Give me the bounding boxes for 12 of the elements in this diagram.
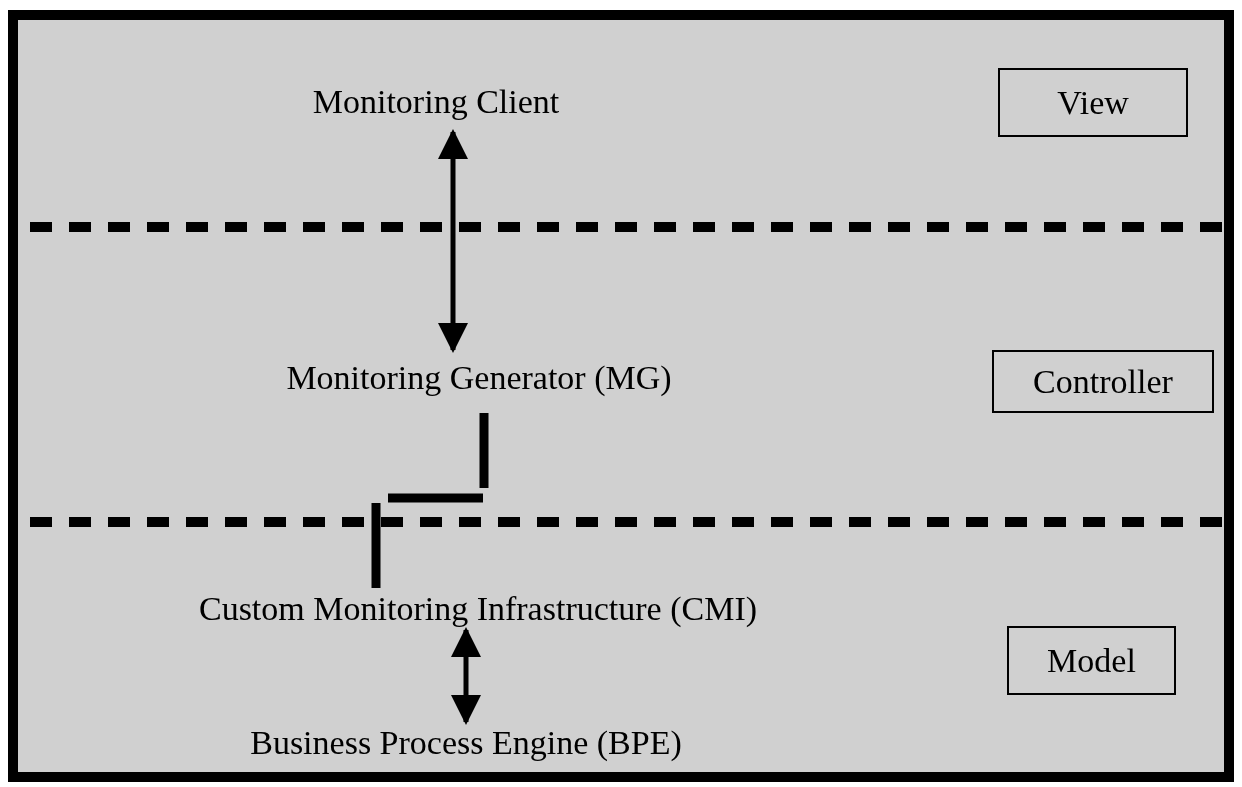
component-label: Custom Monitoring Infrastructure (CMI) [198, 592, 758, 626]
double-arrow [451, 627, 481, 725]
layer-label-box [998, 68, 1188, 137]
component-label: Monitoring Generator (MG) [286, 361, 672, 395]
layer-name: Model [1047, 643, 1136, 678]
component-label: Business Process Engine (BPE) [250, 726, 682, 760]
layer-name: Controller [1033, 364, 1173, 399]
layer-label-box [1007, 626, 1176, 695]
component-label: Monitoring Client [312, 85, 560, 119]
layer-name: View [1057, 85, 1129, 120]
double-arrow [438, 129, 468, 353]
layer-label-box [992, 350, 1214, 413]
